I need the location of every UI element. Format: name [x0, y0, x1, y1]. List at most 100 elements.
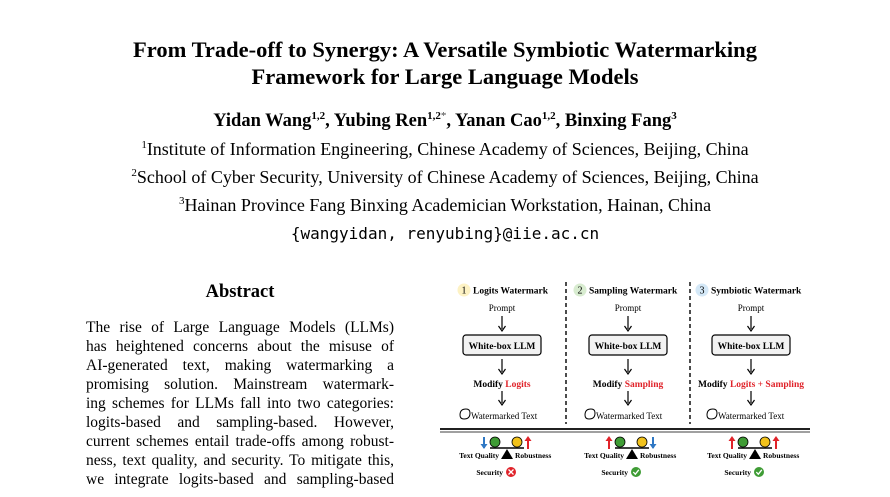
quality-label: Text Quality: [584, 451, 624, 460]
output-label: Watermarked Text: [596, 411, 663, 421]
abstract-line: we integrate logits-based and sampling-b…: [86, 471, 394, 488]
security-label: Security: [724, 468, 751, 477]
abstract-line: promising solution. Mainstream watermark…: [86, 376, 394, 393]
arrow-down-icon: [624, 399, 632, 407]
balance-fulcrum-icon: [749, 449, 761, 459]
arrow-down-icon: [498, 368, 506, 376]
robustness-label: Robustness: [515, 451, 551, 460]
security-label: Security: [476, 468, 503, 477]
prompt-label: Prompt: [738, 303, 765, 313]
modify-label: Modify Logits: [473, 380, 531, 390]
panel-title: Sampling Watermark: [589, 287, 678, 297]
abstract-line: ing schemes for LLMs fall into two categ…: [86, 395, 394, 412]
abstract-line: ness, text quality, and security. To mit…: [86, 452, 394, 469]
affiliation-text: Institute of Information Engineering, Ch…: [146, 139, 749, 159]
author-affil-sup: 1,2: [427, 110, 441, 122]
balance-fulcrum-icon: [626, 449, 638, 459]
author-name: Yidan Wang: [213, 111, 312, 131]
panel-number-badge: [573, 283, 587, 297]
tradeoff-indicator: [728, 436, 780, 459]
arrow-up-icon: [728, 436, 736, 441]
affiliation-text: Hainan Province Fang Binxing Academician…: [184, 195, 712, 215]
author-affil-sup: 3: [671, 110, 677, 122]
abstract-line: current schemes entail trade-offs among …: [86, 433, 394, 450]
llm-box: [462, 334, 542, 356]
abstract-line: AI-generated text, making watermarking a: [86, 357, 394, 374]
paper-title: From Trade-off to Synergy: A Versatile S…: [0, 36, 890, 90]
paper-title-line-1: From Trade-off to Synergy: A Versatile S…: [133, 37, 757, 62]
robustness-circle: [511, 436, 523, 448]
panel-title: Symbiotic Watermark: [711, 287, 802, 297]
security-label: Security: [601, 468, 628, 477]
affiliation-3: 3Hainan Province Fang Binxing Academicia…: [0, 195, 890, 216]
llm-box: [711, 334, 791, 356]
affiliation-sup: 1: [141, 139, 147, 151]
balance-fulcrum-icon: [501, 449, 513, 459]
arrow-down-icon: [747, 368, 755, 376]
watermark-framework-figure: 1 Logits Watermark Prompt White-box LLM …: [440, 282, 810, 477]
arrow-down-icon: [649, 444, 657, 449]
author-affil-sup: 1,2: [541, 110, 556, 122]
watermark-drop-icon: [706, 408, 718, 420]
security-pass-icon: [631, 467, 641, 477]
affiliation-sup: 3: [178, 195, 185, 207]
llm-label: White-box LLM: [469, 342, 536, 352]
panel-number: 1: [462, 286, 467, 297]
panel-logits-watermark: 1 Logits Watermark Prompt White-box LLM …: [457, 283, 551, 477]
abstract-line: The rise of Large Language Models (LLMs): [86, 319, 394, 336]
watermark-drop-icon: [584, 408, 596, 420]
robustness-label: Robustness: [640, 451, 676, 460]
quality-label: Text Quality: [707, 451, 747, 460]
prompt-label: Prompt: [615, 303, 642, 313]
author-list: Yidan Wang1,2, Yubing Ren1,2*, Yanan Cao…: [213, 110, 677, 131]
arrow-down-icon: [480, 444, 488, 449]
paper-title-line-2: Framework for Large Language Models: [251, 64, 639, 89]
prompt-label: Prompt: [489, 303, 516, 313]
robustness-circle: [636, 436, 648, 448]
abstract-line: logits-based and sampling-based. However…: [86, 414, 394, 431]
cross-icon: [508, 469, 514, 475]
robustness-circle: [759, 436, 771, 448]
author-name: Yanan Cao: [454, 111, 542, 131]
corresponding-author-mark: *: [440, 110, 447, 122]
panel-number: 3: [700, 286, 705, 297]
arrow-up-icon: [524, 436, 532, 441]
arrow-down-icon: [747, 325, 755, 333]
output-label: Watermarked Text: [471, 411, 538, 421]
arrow-up-icon: [605, 436, 613, 441]
llm-label: White-box LLM: [595, 342, 662, 352]
check-icon: [632, 469, 640, 476]
llm-label: White-box LLM: [718, 342, 785, 352]
quality-circle: [489, 436, 501, 448]
affiliation-text: School of Cyber Security, University of …: [136, 167, 759, 187]
arrow-down-icon: [498, 399, 506, 407]
panel-title: Logits Watermark: [473, 287, 549, 297]
author-name: Binxing Fang: [564, 111, 672, 131]
modify-label: Modify Logits + Sampling: [698, 380, 804, 390]
quality-circle: [737, 436, 749, 448]
affiliation-sup: 2: [131, 167, 137, 179]
panel-number-badge: [457, 283, 471, 297]
tradeoff-indicator: [605, 436, 657, 459]
author-name: Yubing Ren: [333, 111, 428, 131]
llm-box: [588, 334, 668, 356]
panel-symbiotic-watermark: 3 Symbiotic Watermark Prompt White-box L…: [695, 283, 804, 477]
affiliation-1: 1Institute of Information Engineering, C…: [0, 139, 890, 160]
affiliation-2: 2School of Cyber Security, University of…: [0, 167, 890, 188]
arrow-down-icon: [498, 325, 506, 333]
abstract-line: has heightened concerns about the misuse…: [86, 338, 394, 355]
quality-circle: [614, 436, 626, 448]
modify-label: Modify Sampling: [593, 380, 664, 390]
arrow-down-icon: [624, 325, 632, 333]
panel-number: 2: [578, 286, 583, 297]
arrow-down-icon: [624, 368, 632, 376]
tradeoff-indicator: [480, 436, 532, 459]
author-email[interactable]: {wangyidan, renyubing}@iie.ac.cn: [290, 224, 600, 243]
check-icon: [755, 469, 763, 476]
quality-label: Text Quality: [459, 451, 499, 460]
panel-sampling-watermark: 2 Sampling Watermark Prompt White-box LL…: [573, 283, 678, 477]
security-pass-icon: [754, 467, 764, 477]
arrow-down-icon: [747, 399, 755, 407]
output-label: Watermarked Text: [718, 411, 785, 421]
arrow-up-icon: [772, 436, 780, 441]
